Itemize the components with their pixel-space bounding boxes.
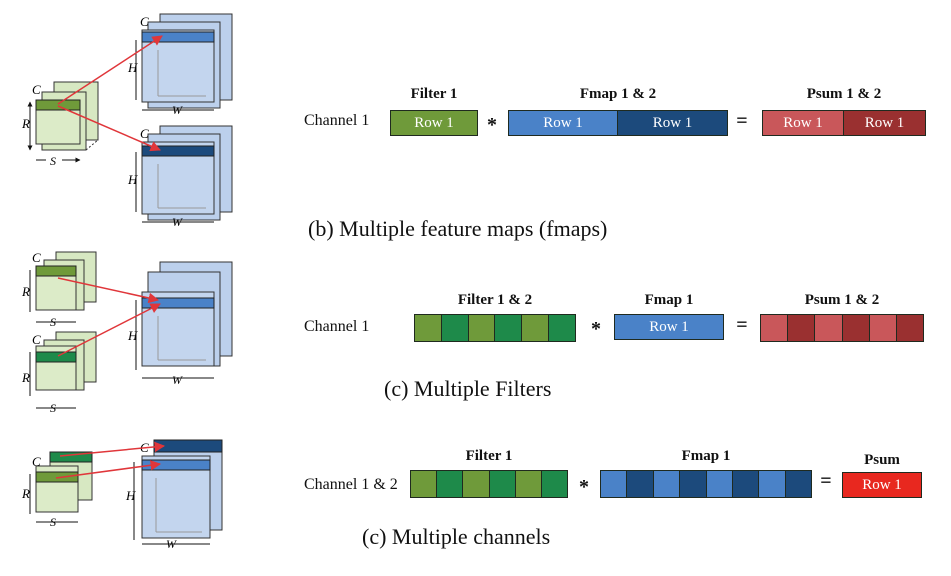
label-c: C xyxy=(32,250,41,265)
fmap-cell xyxy=(732,471,760,497)
panel-c1-psum-header: Psum 1 & 2 xyxy=(804,292,880,308)
fmap-cell xyxy=(601,471,628,497)
panel-b-filter-row: Row 1 xyxy=(390,110,478,136)
label-r: R xyxy=(21,116,30,131)
filter-cell xyxy=(411,471,438,497)
panel-b-channel-label: Channel 1 xyxy=(304,112,370,129)
panel-b-fmap2-stack: C H W xyxy=(127,125,233,229)
panel-b-fmap-header: Fmap 1 & 2 xyxy=(579,86,657,102)
filter-cell xyxy=(522,315,550,341)
panel-b-fmap2-row: Row 1 xyxy=(617,110,728,136)
label-h: H xyxy=(127,328,138,343)
panel-c2-caption: (c) Multiple channels xyxy=(362,524,551,549)
panel-c2-arrows xyxy=(55,441,166,479)
panel-c1-arrows xyxy=(57,277,161,357)
label-w: W xyxy=(172,373,183,387)
filter-cell xyxy=(495,315,523,341)
panel-c1-equals-operator: = xyxy=(736,314,748,336)
panel-b-psum-header: Psum 1 & 2 xyxy=(806,86,882,102)
panel-c2-psum-header: Psum xyxy=(864,452,900,468)
panel-c1-fmap-header: Fmap 1 xyxy=(644,292,694,308)
label-h: H xyxy=(127,60,138,75)
fmap-cell xyxy=(680,471,707,497)
panel-c1-fmap-row: Row 1 xyxy=(614,314,724,340)
fmap-cell xyxy=(785,471,811,497)
psum-cell xyxy=(761,315,789,341)
panel-b-equals-operator: = xyxy=(736,110,748,132)
panel-c2-convolve-operator: * xyxy=(579,476,589,498)
filter-cell xyxy=(415,315,442,341)
psum-cell xyxy=(896,315,924,341)
panel-b-convolve-operator: * xyxy=(487,114,497,136)
panel-c2-fmap-strip xyxy=(600,470,812,498)
panel-c1-channel-label: Channel 1 xyxy=(304,318,370,335)
panel-c1-fmap-stack: H W xyxy=(127,261,233,387)
panel-b-caption: (b) Multiple feature maps (fmaps) xyxy=(308,216,608,241)
label-c: C xyxy=(32,454,41,469)
panel-b-filter-header: Filter 1 xyxy=(410,86,458,102)
filter-cell xyxy=(463,471,490,497)
panel-c2-psum-row: Row 1 xyxy=(842,472,922,498)
panel-b-fmap1-row: Row 1 xyxy=(508,110,618,136)
panel-c2-equals-operator: = xyxy=(820,470,832,492)
panel-b-fmap1-stack: C H W xyxy=(127,13,233,117)
fmap-cell xyxy=(627,471,654,497)
panel-c1-filter-strip xyxy=(414,314,576,342)
label-c: C xyxy=(140,14,149,29)
fmap-cell xyxy=(653,471,681,497)
panel-b-psum2-row: Row 1 xyxy=(843,110,926,136)
panel-b-psum1-row: Row 1 xyxy=(762,110,844,136)
label-s: S xyxy=(50,154,56,168)
filter-cell xyxy=(515,471,542,497)
panel-b-filter-stack: C R S xyxy=(21,81,99,168)
psum-cell xyxy=(842,315,870,341)
panel-c1-filter1-stack: C R S xyxy=(21,250,97,329)
psum-cell xyxy=(869,315,897,341)
label-c: C xyxy=(140,126,149,141)
filter-cell xyxy=(549,315,575,341)
label-c: C xyxy=(32,82,41,97)
panel-b-arrows xyxy=(57,35,163,152)
label-r: R xyxy=(21,284,30,299)
panel-c2-filter-strip xyxy=(410,470,568,498)
fmap-cell xyxy=(706,471,733,497)
label-h: H xyxy=(125,488,136,503)
panel-c2-fmap-header: Fmap 1 xyxy=(681,448,731,464)
panel-c2-filter-header: Filter 1 xyxy=(465,448,513,464)
psum-cell xyxy=(788,315,816,341)
panel-c1-filter2-stack: C R S xyxy=(21,331,97,415)
label-c: C xyxy=(32,332,41,347)
filter-cell xyxy=(468,315,496,341)
label-r: R xyxy=(21,370,30,385)
label-r: R xyxy=(21,486,30,501)
panel-c2-filter-stack: C R S xyxy=(21,451,93,529)
panel-c1-convolve-operator: * xyxy=(591,318,601,340)
filter-cell xyxy=(541,471,568,497)
label-h: H xyxy=(127,172,138,187)
panel-c2-fmap-stack: C H W xyxy=(125,439,223,551)
panel-c1-filter-header: Filter 1 & 2 xyxy=(457,292,533,308)
psum-cell xyxy=(815,315,843,341)
panel-c1-psum-strip xyxy=(760,314,924,342)
panel-c2-channel-label: Channel 1 & 2 xyxy=(304,476,398,493)
filter-cell xyxy=(489,471,516,497)
fmap-cell xyxy=(759,471,786,497)
filter-cell xyxy=(437,471,464,497)
filter-cell xyxy=(441,315,469,341)
panel-c1-caption: (c) Multiple Filters xyxy=(384,376,552,401)
